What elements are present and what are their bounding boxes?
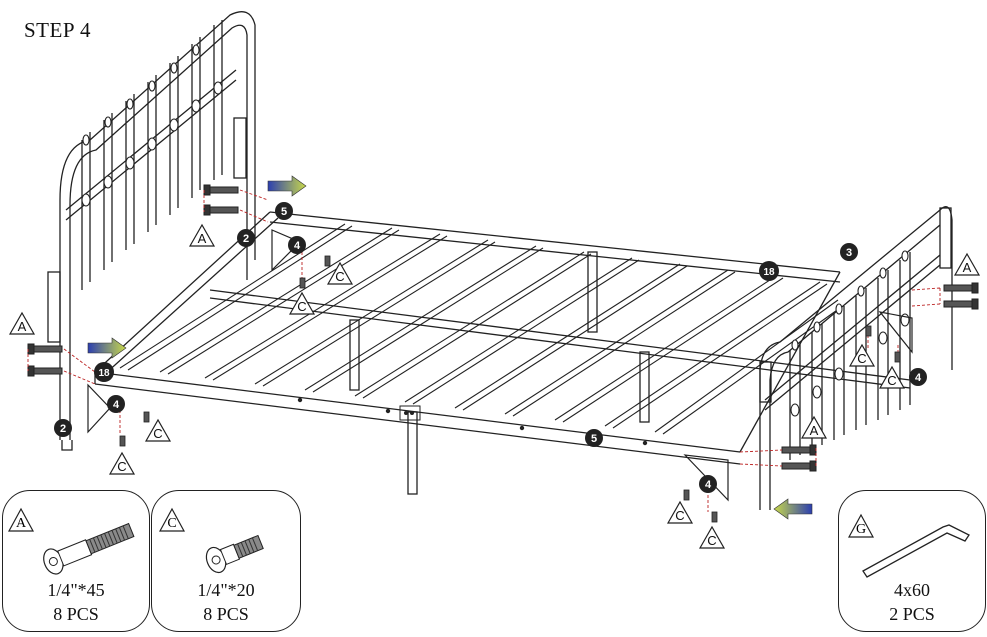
num-4-c: 4 xyxy=(915,372,922,384)
hw-a-letter: A xyxy=(16,516,27,531)
hw-c-qty: 8 PCS xyxy=(203,604,249,624)
num-4-a: 4 xyxy=(294,240,301,252)
hw-a-spec: 1/4"*45 xyxy=(47,580,105,600)
label-c-7: C xyxy=(857,351,866,366)
label-c-8: C xyxy=(887,373,896,388)
num-18-a: 18 xyxy=(98,368,110,379)
screw-c-icon: C xyxy=(158,507,264,574)
num-3: 3 xyxy=(846,247,852,259)
bolt-a-icon: A xyxy=(7,507,135,575)
label-c-1: C xyxy=(297,299,306,314)
hw-g-letter: G xyxy=(856,522,866,537)
footboard-right xyxy=(759,206,953,510)
callout-a-letters: A A A A xyxy=(18,231,972,438)
step-title: STEP 4 xyxy=(24,18,91,42)
spindle-beads xyxy=(81,44,223,207)
headboard-left xyxy=(47,11,256,451)
footboard-beads xyxy=(790,250,910,417)
num-18-b: 18 xyxy=(763,267,775,278)
label-c-5: C xyxy=(675,508,684,523)
callout-c-markers xyxy=(108,261,906,549)
hw-c-letter: C xyxy=(167,516,176,531)
hardware-box-a: A 1/4"*45 8 PCS xyxy=(2,490,150,632)
allen-key-g-icon: G xyxy=(847,513,970,578)
num-5-b: 5 xyxy=(591,433,597,445)
number-circles xyxy=(54,202,927,493)
label-c-2: C xyxy=(335,269,344,284)
label-a-2: A xyxy=(18,319,27,334)
screws-c xyxy=(119,255,901,523)
num-2-a: 2 xyxy=(243,233,249,245)
hw-g-spec: 4x60 xyxy=(894,580,930,600)
hw-a-qty: 8 PCS xyxy=(53,604,99,624)
label-c-6: C xyxy=(707,533,716,548)
num-5-a: 5 xyxy=(281,206,287,218)
label-c-3: C xyxy=(117,459,126,474)
slats xyxy=(119,223,841,435)
hardware-box-c: C 1/4"*20 8 PCS xyxy=(151,490,301,632)
num-4-b: 4 xyxy=(113,399,120,411)
rail-holes xyxy=(297,397,648,446)
direction-arrows xyxy=(87,175,813,520)
num-4-d: 4 xyxy=(705,479,712,491)
callout-c-letters: C C C C C C C C xyxy=(117,269,896,548)
label-a-1: A xyxy=(198,231,207,246)
hw-c-spec: 1/4"*20 xyxy=(197,580,255,600)
hw-g-qty: 2 PCS xyxy=(889,604,935,624)
label-a-3: A xyxy=(963,260,972,275)
bolts-a xyxy=(27,184,979,472)
label-a-4: A xyxy=(810,423,819,438)
label-c-4: C xyxy=(153,426,162,441)
num-2-b: 2 xyxy=(60,423,66,435)
hardware-box-g: G 4x60 2 PCS xyxy=(838,490,986,632)
number-circle-labels: 5 2 4 18 4 2 18 3 4 5 4 xyxy=(60,206,922,491)
guide-lines xyxy=(27,189,941,512)
callout-a-markers xyxy=(8,223,981,439)
